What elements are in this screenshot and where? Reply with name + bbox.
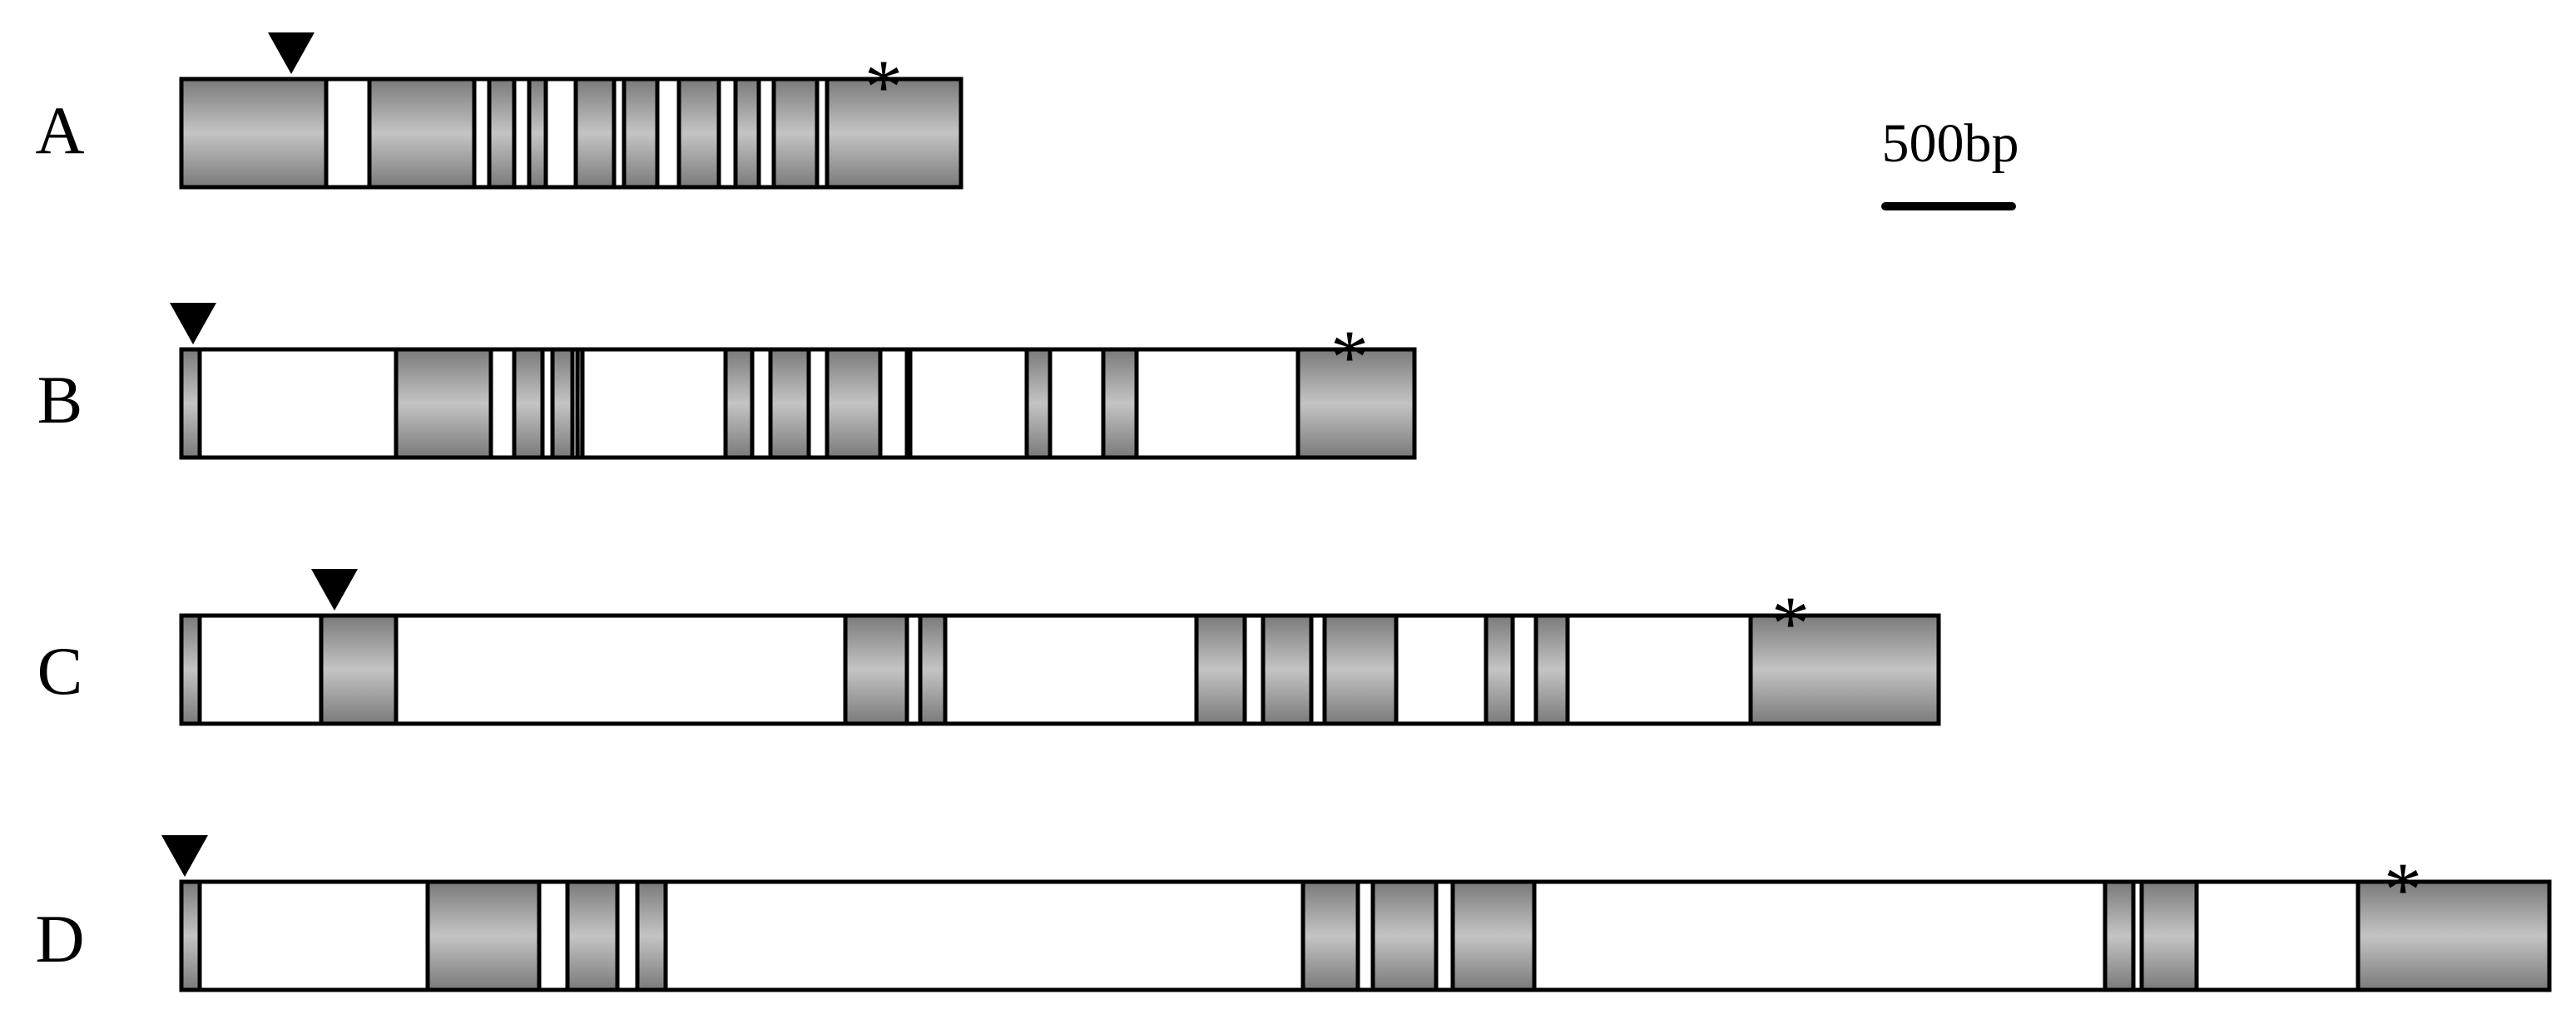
gene-track-c: * bbox=[179, 569, 1941, 726]
gene-c-exon bbox=[1194, 613, 1247, 726]
gene-c-exon bbox=[1484, 613, 1515, 726]
gene-b-exon bbox=[1295, 347, 1417, 460]
gene-b-exon bbox=[904, 347, 913, 460]
gene-d-exon bbox=[179, 879, 202, 992]
gene-label-a: A bbox=[35, 92, 84, 168]
gene-d-exon bbox=[1450, 879, 1537, 992]
gene-b-exon bbox=[723, 347, 755, 460]
gene-b-exon bbox=[1101, 347, 1139, 460]
gene-b-exon bbox=[550, 347, 575, 460]
gene-c-exon bbox=[1261, 613, 1314, 726]
start-codon-triangle-icon bbox=[268, 32, 315, 74]
gene-d-exon bbox=[2139, 879, 2199, 992]
gene-track-b: * bbox=[170, 303, 1417, 460]
stop-codon-star-icon: * bbox=[2384, 847, 2422, 932]
gene-a-exon bbox=[527, 77, 548, 190]
gene-b-exon bbox=[575, 347, 585, 460]
gene-track-a: * bbox=[179, 32, 964, 190]
gene-c-exon bbox=[843, 613, 909, 726]
gene-d-exon bbox=[1300, 879, 1360, 992]
gene-a-exon bbox=[573, 77, 617, 190]
gene-c-exon bbox=[1533, 613, 1570, 726]
gene-a-exon bbox=[622, 77, 660, 190]
stop-codon-star-icon: * bbox=[1330, 314, 1369, 399]
gene-track-d: * bbox=[161, 835, 2552, 992]
gene-c-exon bbox=[1322, 613, 1399, 726]
gene-a-exon bbox=[676, 77, 721, 190]
gene-d-exon bbox=[635, 879, 668, 992]
stop-codon-star-icon: * bbox=[864, 44, 903, 129]
gene-b-exon bbox=[768, 347, 811, 460]
gene-b-exon bbox=[179, 347, 202, 460]
gene-c-exon bbox=[918, 613, 948, 726]
gene-b-exon bbox=[394, 347, 493, 460]
gene-d-exon bbox=[2356, 879, 2552, 992]
gene-c-exon bbox=[1748, 613, 1941, 726]
start-codon-triangle-icon bbox=[161, 835, 208, 877]
gene-a-exon bbox=[733, 77, 761, 190]
stop-codon-star-icon: * bbox=[1771, 581, 1810, 665]
start-codon-triangle-icon bbox=[311, 569, 358, 611]
gene-d-exon bbox=[2103, 879, 2136, 992]
gene-c-exon bbox=[319, 613, 399, 726]
gene-label-c: C bbox=[37, 633, 83, 709]
gene-label-b: B bbox=[37, 362, 83, 438]
gene-c-exon bbox=[179, 613, 202, 726]
gene-b-exon bbox=[1024, 347, 1053, 460]
gene-a-exon bbox=[825, 77, 964, 190]
gene-label-d: D bbox=[35, 901, 84, 977]
gene-c-backbone bbox=[179, 613, 1941, 726]
scale-bar-label: 500bp bbox=[1882, 113, 2019, 174]
start-codon-triangle-icon bbox=[170, 303, 216, 344]
gene-a-exon bbox=[367, 77, 477, 190]
gene-d-exon bbox=[425, 879, 542, 992]
gene-b-exon bbox=[512, 347, 545, 460]
gene-a-exon bbox=[771, 77, 820, 190]
gene-a-exon bbox=[179, 77, 329, 190]
gene-d-exon bbox=[565, 879, 620, 992]
gene-b-exon bbox=[825, 347, 883, 460]
gene-d-exon bbox=[1370, 879, 1439, 992]
gene-a-exon bbox=[487, 77, 517, 190]
